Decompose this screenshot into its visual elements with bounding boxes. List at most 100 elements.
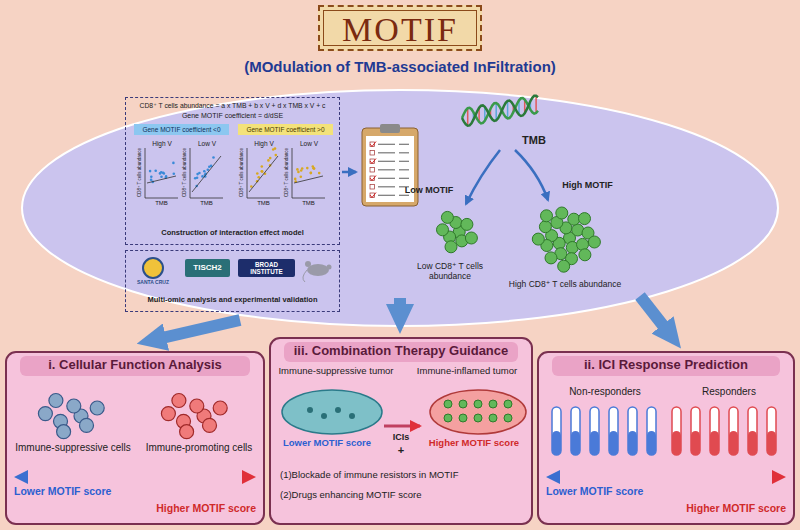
list-row [378,186,395,187]
t-cell [541,210,553,222]
logo-text: SANTA CRUZ [128,280,178,286]
cell [203,418,217,432]
scatter-dot [310,171,313,174]
node-text: + [382,444,420,457]
node-text: iii. Combination Therapy Guidance [284,344,518,359]
cell [38,407,52,421]
score-arrow-heads-r [242,470,786,484]
scatter-dot [162,171,165,174]
patient-bar [710,407,719,455]
patient-bar [552,407,561,455]
axis-label: CD8⁺ T cells abundance [182,145,187,201]
scatter-dot [154,170,157,173]
scatter-dot [312,165,315,168]
cell [67,399,81,413]
scatter-dot [261,165,264,168]
logo-text: BROAD INSTITUTE [238,261,295,275]
axis-label: TMB [292,200,325,207]
check-mark [370,176,376,181]
axis-label: CD8⁺ T cells abundance [137,145,142,201]
list-row [399,169,409,170]
cluster-label: High CD8⁺ T cells abundance [505,280,625,290]
prediction-panel: ii. ICI Response PredictionNon-responder… [538,352,794,524]
dna-rung [507,101,509,119]
t-cell [461,218,473,230]
node-text: Construction of interaction effect model [129,229,336,238]
node-text: Lower MOTIF score [14,485,144,497]
high-motif-arrow [515,150,548,200]
subtitle: (MOdulation of TMB-associated InFiltrati… [150,58,650,75]
node-text: ii. ICI Response Prediction [552,358,780,373]
scatter-dot [261,170,264,173]
dna-strand [462,96,538,126]
patient-bar-fill [628,431,637,455]
cell [90,401,104,415]
node-text: Multi-omic analysis and experimental val… [129,296,336,305]
node-text: (2)Drugs enhancing MOTIF score [280,490,526,501]
scatter-dot [306,167,309,170]
patient-bar-fill [609,431,618,455]
patient-bar-fill [729,431,738,455]
scatter-dot [163,172,166,175]
list-row [378,161,395,162]
mini-plots [145,148,325,198]
node-text: (1)Blockade of immune resistors in MOTIF [280,470,526,481]
plot-label: Low V [188,140,226,147]
axis-label: TMB [190,200,223,207]
t-cell [444,400,452,408]
check-box [370,151,375,156]
t-cell [489,400,497,408]
patient-bar [590,407,599,455]
t-cell [441,211,453,223]
fit-line [294,176,323,183]
patient-bar [628,407,637,455]
scatter-dot [318,172,321,175]
patient-bar-fill [710,431,719,455]
dna-label: TMB [522,134,562,147]
cell [57,425,71,439]
scatter-dot [165,175,168,178]
list-row [378,178,395,179]
scatter-dot [274,147,277,150]
scatter-dot [294,178,297,181]
scatter-dot [300,169,303,172]
t-cell [579,249,591,261]
cell [161,407,175,421]
patient-bar-fill [590,431,599,455]
scatter-dot [269,157,272,160]
scatter-dot [208,165,211,168]
database-logos [143,258,332,282]
check-mark [370,193,376,198]
check-box [370,168,375,173]
suppressor-cell [335,407,341,413]
tumor [430,390,526,434]
scatter-dot [160,175,163,178]
patient-bar [748,407,757,455]
node-text: ICIs [382,432,420,442]
node-text: Gene MOTIF coefficient <0 [134,126,229,133]
panel-header-tabs [20,342,780,376]
scatter-dot [150,176,153,179]
scatter-dot [172,162,175,165]
t-cell [489,414,497,422]
dna-rung [467,108,469,126]
dna-rung [535,96,537,113]
plot-label: High V [143,140,181,147]
node-text: Gene MOTIF coefficient = d/dSE [129,112,336,120]
scatter-dots [147,147,323,192]
patient-bar-fill [691,431,700,455]
scatter-dot [203,170,206,173]
patient-bar [647,407,656,455]
list-row [399,152,409,153]
list-row [399,161,409,162]
t-cell [445,241,457,253]
logo-text: TISCH2 [185,263,230,272]
cluster-label: Low CD8⁺ T cells abundance [395,262,505,282]
t-cell [558,260,570,272]
node-text: Immune-suppressive tumor [274,366,398,377]
list-row [378,195,395,196]
check-mark [370,159,376,164]
scatter-dot [212,156,215,159]
t-cell [532,233,544,245]
node-text: Higher MOTIF score [124,502,256,514]
